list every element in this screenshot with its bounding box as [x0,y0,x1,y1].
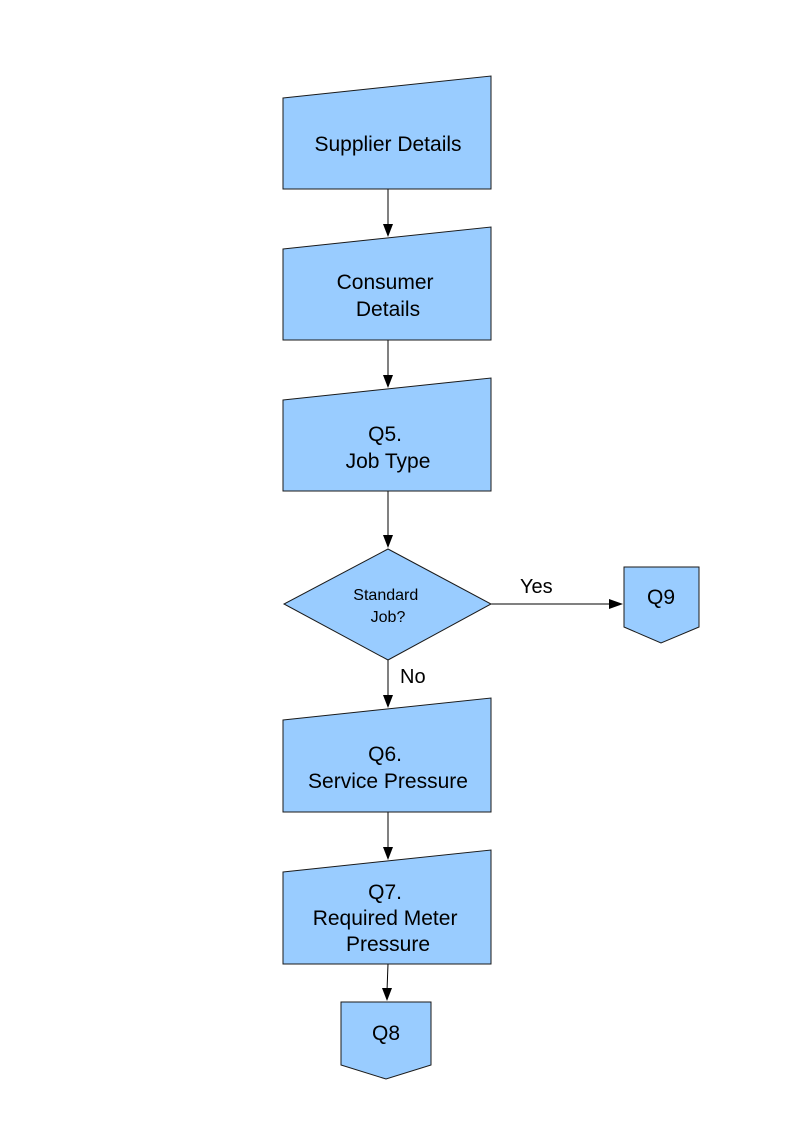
svg-text:Q5. Job Type: Q5. Job Type [346,423,431,473]
node-label-line: Pressure [346,933,430,956]
svg-text:Standard Job?: Standard Job? [353,587,422,626]
node-label-line: Job Type [346,450,431,473]
svg-text:Supplier Details: Supplier Details [314,133,461,156]
node-label-line: Q6. [368,743,402,766]
node-label-line: Standard [353,587,418,604]
edge-decision-to-q9 [491,599,623,609]
edge-label-yes: Yes [520,576,553,598]
node-label-line: Details [356,298,420,321]
node-label-line: Service Pressure [308,770,468,793]
node-label-line: Q8 [372,1022,400,1045]
node-label-line: Supplier Details [314,133,461,156]
svg-text:Q8: Q8 [372,1022,400,1045]
node-q6-service-pressure: Q6. Service Pressure [282,697,492,813]
edge-supplier-to-consumer [383,189,393,237]
node-q9-connector: Q9 [623,566,700,644]
node-standard-job-decision: Standard Job? [282,548,493,661]
edge-q6-to-q7 [383,812,393,860]
edge-consumer-to-q5 [383,340,393,388]
node-label-line: Q9 [647,586,675,609]
edge-q7-to-q8 [382,963,392,1001]
node-label-line: Q7. [368,881,402,904]
svg-text:Q6. Service Pressure: Q6. Service Pressure [308,743,468,793]
node-label-line: Required Meter [313,907,458,930]
node-label-line: Q5. [368,423,402,446]
edge-q5-to-decision [383,491,393,548]
node-consumer-details: Consumer Details [282,226,492,341]
svg-text:Q7. Required Meter: Q7. Required Meter Pressure [313,881,464,956]
svg-text:Q9: Q9 [647,586,675,609]
node-q7-required-meter-pressure: Q7. Required Meter Pressure [282,849,492,965]
svg-text:Consumer Details: Consumer Details [337,271,440,321]
edges [382,189,623,1001]
node-label-line: Job? [371,609,406,626]
node-q5-job-type: Q5. Job Type [282,377,492,492]
node-label-line: Consumer [337,271,434,294]
node-supplier-details: Supplier Details [282,75,492,190]
edge-decision-to-q6 [383,660,393,708]
edge-label-no: No [400,666,426,688]
node-q8-connector: Q8 [340,1001,432,1080]
